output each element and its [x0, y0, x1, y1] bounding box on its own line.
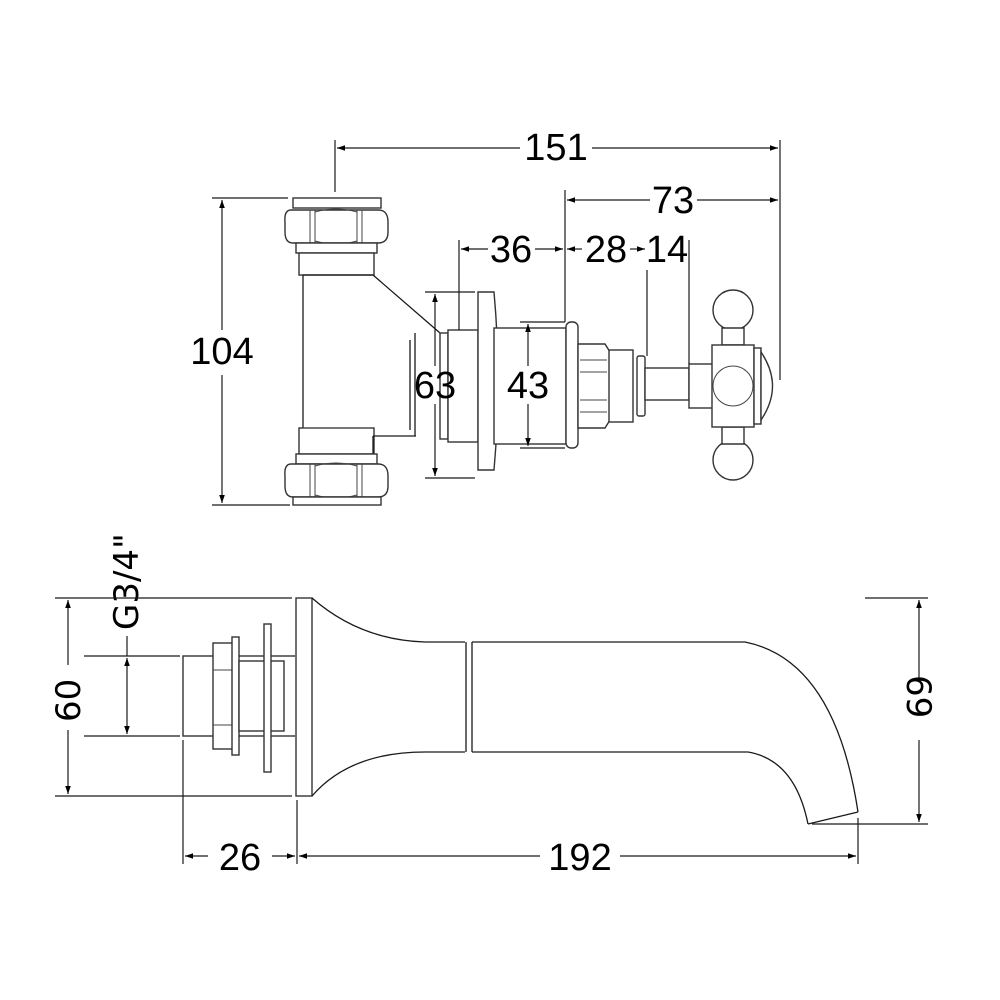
dim-overall-height: 104	[190, 331, 253, 373]
spindle	[644, 367, 690, 401]
body-taper-line	[372, 274, 441, 334]
dim-body-depth: 36	[490, 229, 532, 271]
spout-outlet	[807, 811, 859, 825]
spout-view	[182, 597, 859, 825]
dim-overall-length: 151	[524, 127, 587, 169]
spout-dimensions: G3/4" 60 69 26 192	[49, 533, 938, 879]
dim-handle-projection: 73	[652, 180, 694, 222]
spout-backplate	[295, 597, 313, 797]
spindle-nut	[636, 355, 646, 417]
dim-shroud-depth: 28	[585, 229, 627, 271]
spout-inner-curve	[472, 751, 809, 825]
dim-shroud-diameter: 43	[507, 365, 549, 407]
top-dimensions: 151 73 36 28 14 104 63 43	[190, 127, 781, 506]
handle-hub	[711, 344, 755, 428]
spout-outer-curve	[472, 641, 859, 813]
dim-spout-projection: 192	[548, 837, 611, 879]
headwork-hex	[577, 343, 611, 429]
spout-upper-flare	[311, 597, 465, 643]
back-nut	[212, 642, 234, 750]
shroud-ring	[565, 321, 579, 449]
dim-flange-diameter: 63	[414, 365, 456, 407]
thread-fitting	[182, 655, 216, 737]
spout-lower-flare	[311, 751, 465, 797]
handle-arm-bottom	[712, 439, 754, 481]
handle-cap	[760, 349, 774, 423]
handle-arm-top	[712, 289, 754, 331]
bottom-compression-nut	[284, 427, 416, 506]
valve-body-view	[284, 197, 774, 506]
top-compression-nut	[284, 197, 389, 276]
dim-spout-height: 69	[898, 675, 938, 718]
shroud	[493, 327, 567, 445]
dim-thread-size: G3/4"	[107, 533, 147, 630]
cross-handle	[711, 289, 774, 481]
dim-backplate-height: 60	[49, 679, 89, 722]
lock-washer	[263, 623, 272, 773]
dim-thread-length: 26	[219, 837, 261, 879]
dim-spindle-length: 14	[646, 229, 688, 271]
